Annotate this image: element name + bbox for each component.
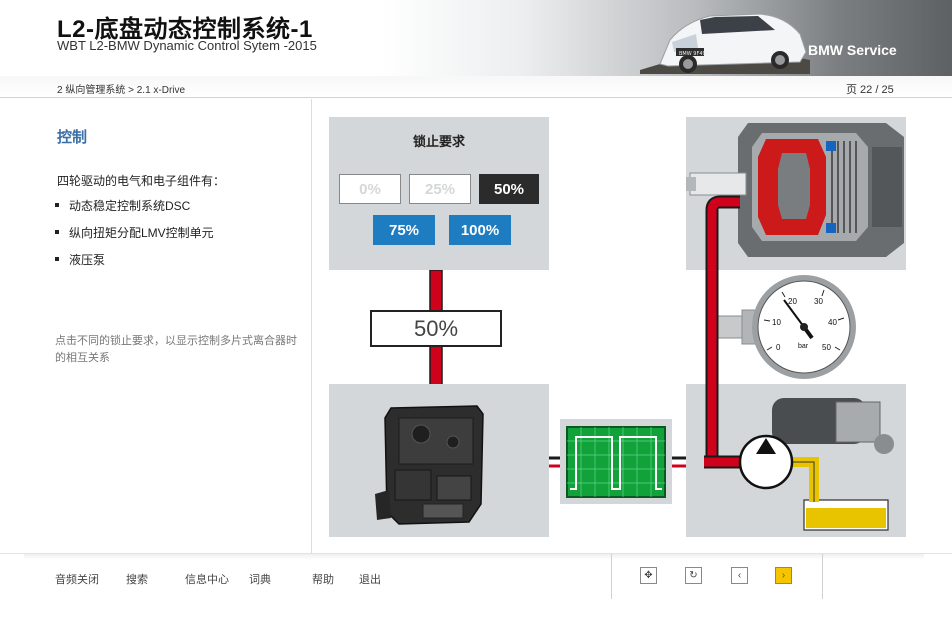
footer-divider — [822, 554, 823, 599]
signal-panel — [560, 419, 672, 504]
bullet-icon — [55, 257, 59, 261]
pump-panel — [686, 384, 906, 537]
footer-divider — [611, 554, 612, 599]
text-panel: 控制 四轮驱动的电气和电子组件有： 动态稳定控制系统DSC 纵向扭矩分配LMV控… — [0, 99, 312, 554]
chevron-right-icon: › — [781, 570, 786, 581]
info-center-link[interactable]: 信息中心 — [185, 574, 229, 586]
breadcrumb-bar: 2 纵向管理系统 > 2.1 x-Drive 页 22 / 25 — [0, 76, 952, 98]
gauge-tick-30: 30 — [814, 297, 823, 306]
clutch-panel — [686, 117, 906, 270]
car-plate: BMW 9F490 — [679, 51, 709, 57]
lock-request-title: 锁止要求 — [412, 134, 465, 149]
control-unit-panel — [329, 384, 549, 537]
search-link[interactable]: 搜索 — [126, 574, 148, 586]
navigation-overview-button[interactable]: ✥ — [640, 567, 657, 584]
page-subtitle: WBT L2-BMW Dynamic Control Sytem -2015 — [57, 38, 317, 53]
footer-shade — [24, 554, 924, 560]
glossary-link[interactable]: 词典 — [249, 574, 271, 586]
previous-page-button[interactable]: ‹ — [731, 567, 748, 584]
bmw-service-logo: BMW Service — [808, 42, 897, 58]
pressure-gauge: 0 10 20 30 40 50 bar — [712, 275, 856, 379]
page-number: 页 22 / 25 — [846, 84, 894, 96]
multi-plate-clutch-image — [686, 123, 904, 257]
hydraulic-pump-image — [772, 398, 894, 531]
bullet-icon — [55, 203, 59, 207]
lmv-control-unit-image — [375, 405, 484, 525]
footer-toolbar: 音频关闭 搜索 信息中心 词典 帮助 退出 ✥ ↻ ‹ › — [0, 553, 952, 620]
help-link[interactable]: 帮助 — [312, 574, 334, 586]
pwm-signal-display — [566, 426, 666, 498]
lock-100-button[interactable]: 100% — [449, 215, 511, 245]
list-item: 液压泵 — [55, 251, 214, 278]
lock-request-panel: 锁止要求 0% 25% 50% 75% 100% — [329, 117, 549, 270]
page-title: L2-底盘动态控制系统-1 — [57, 16, 313, 43]
next-page-button[interactable]: › — [775, 567, 792, 584]
lock-50-button[interactable]: 50% — [479, 174, 539, 204]
reload-button[interactable]: ↻ — [685, 567, 702, 584]
lock-0-button[interactable]: 0% — [339, 174, 401, 204]
header: L2-底盘动态控制系统-1 WBT L2-BMW Dynamic Control… — [0, 0, 952, 76]
instruction-hint: 点击不同的锁止要求，以显示控制多片式离合器时的相互关系 — [55, 335, 297, 364]
gauge-tick-40: 40 — [828, 318, 837, 327]
reload-icon: ↻ — [689, 570, 698, 581]
intro-text: 四轮驱动的电气和电子组件有： — [57, 174, 226, 188]
lock-75-button[interactable]: 75% — [373, 215, 435, 245]
component-list: 动态稳定控制系统DSC 纵向扭矩分配LMV控制单元 液压泵 — [55, 197, 214, 278]
section-title: 控制 — [57, 129, 88, 146]
exit-link[interactable]: 退出 — [359, 574, 381, 586]
gauge-tick-50: 50 — [822, 343, 831, 352]
lock-25-button[interactable]: 25% — [409, 174, 471, 204]
chevron-left-icon: ‹ — [737, 570, 742, 581]
breadcrumb: 2 纵向管理系统 > 2.1 x-Drive — [57, 85, 186, 96]
bmw-car-image: BMW 9F490 — [640, 13, 810, 74]
gauge-unit: bar — [798, 343, 809, 350]
list-item: 动态稳定控制系统DSC — [55, 197, 214, 224]
gauge-tick-20: 20 — [788, 297, 797, 306]
list-item: 纵向扭矩分配LMV控制单元 — [55, 224, 214, 251]
gauge-tick-10: 10 — [772, 318, 781, 327]
lock-value-display: 50% — [370, 310, 502, 347]
compass-icon: ✥ — [644, 570, 653, 581]
audio-off-link[interactable]: 音频关闭 — [55, 574, 99, 586]
gauge-tick-0: 0 — [776, 343, 781, 352]
bullet-icon — [55, 230, 59, 234]
